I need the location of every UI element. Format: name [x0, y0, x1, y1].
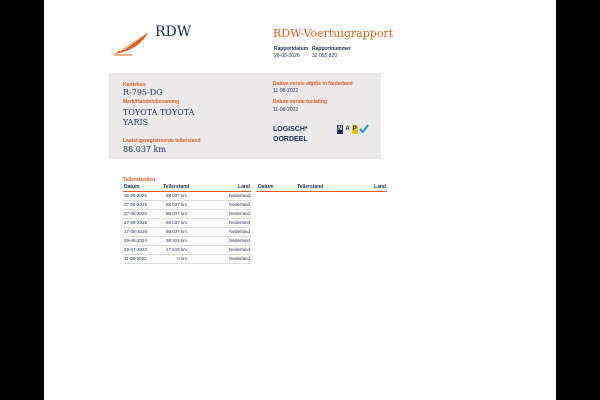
vehicle-summary-panel: [109, 73, 381, 159]
first-nl-label: Datum eerste afgifte in Nederland: [273, 81, 353, 87]
col-country: Land: [238, 184, 250, 190]
table-header-left: Datum Tellerstand Land: [123, 184, 251, 192]
col-country-2: Land: [374, 184, 386, 190]
nap-a: A: [345, 125, 350, 132]
report-date: Rapportdatum 26-08-2026: [274, 46, 309, 59]
make-value-line1: TOYOTA TOYOTA: [123, 108, 195, 117]
checkmark-icon: [358, 124, 369, 134]
verdict-line2: OORDEEL: [273, 136, 308, 143]
col-date: Datum: [124, 184, 140, 190]
col-km: Tellerstand: [163, 184, 190, 190]
col-date-2: Datum: [258, 184, 274, 190]
make-label: Merk/Handelsbenaming: [123, 99, 180, 105]
table-header-right: Datum Tellerstand Land: [257, 184, 387, 192]
report-page: [44, 0, 556, 400]
make-value-line2: YARIS: [123, 118, 149, 127]
report-title: RDW-Voertuigrapport: [273, 27, 394, 40]
odometer-value: 88.037 km: [123, 145, 166, 154]
odometer-section-title: Tellerstanden: [123, 177, 156, 183]
plate-label: Kenteken: [123, 82, 146, 88]
odometer-label: Laatst geregistreerde tellerstand: [123, 138, 201, 144]
brand-name: RDW: [155, 24, 192, 40]
verdict-line1: LOGISCH*: [273, 126, 308, 133]
report-number: Rapportnummer 32 055 820: [312, 46, 351, 59]
rdw-logo-icon: [114, 32, 148, 56]
nap-badge: N A P: [337, 124, 369, 134]
plate-value: R-795-DG: [123, 88, 163, 97]
first-nl-value: 11-08-2022: [273, 88, 299, 94]
first-admission-label: Datum eerste toelating: [273, 99, 327, 105]
nap-p: P: [351, 124, 358, 134]
first-admission-value: 11-08-2022: [273, 107, 299, 113]
col-km-2: Tellerstand: [297, 184, 324, 190]
nap-n: N: [337, 124, 344, 134]
